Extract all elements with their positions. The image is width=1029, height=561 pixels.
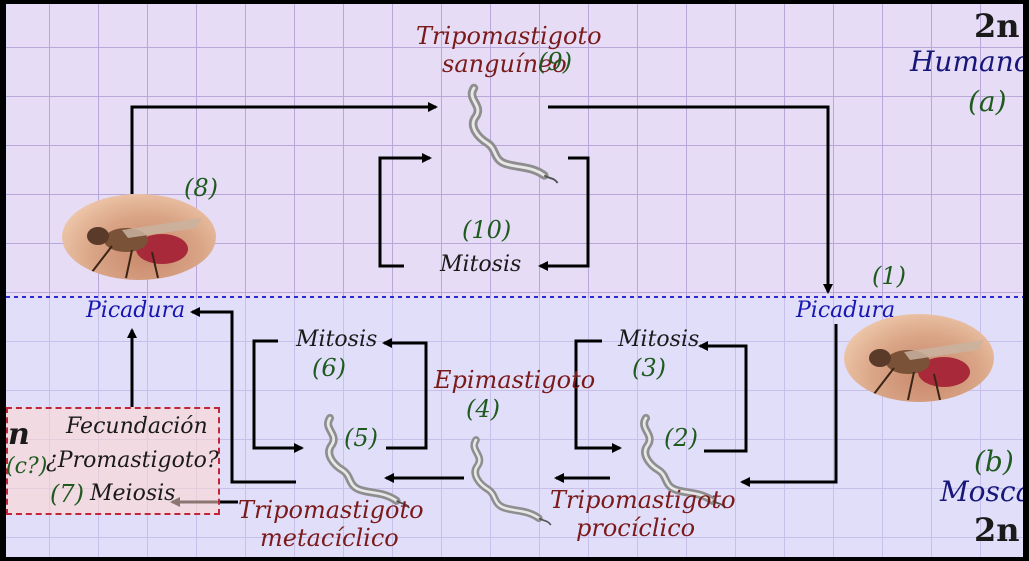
mitosis-label: Mitosis	[440, 252, 522, 277]
trypo-proc-label: Tripomastigoto	[550, 486, 736, 514]
step-number: (3)	[632, 354, 666, 382]
tsetse-fly-icon	[62, 194, 216, 280]
step-number: (2)	[664, 424, 698, 452]
fecundacion-label: Fecundación	[66, 414, 208, 439]
host-fly-label: Mosca	[940, 475, 1023, 508]
step-number: (4)	[466, 395, 500, 423]
step-number: (1)	[872, 262, 906, 290]
sexual-stage-box	[6, 407, 220, 515]
host-b-label: (b)	[974, 445, 1014, 478]
picadura-label-right: Picadura	[796, 298, 896, 323]
trypo-blood-label: Tripomastigoto	[416, 22, 602, 50]
host-a-label: (a)	[968, 85, 1007, 118]
trypo-meta-label-2: metacíclico	[260, 524, 399, 552]
trypanosome-icon	[474, 440, 551, 525]
ploidy-n-label: n	[8, 417, 30, 452]
trypo-meta-label: Tripomastigoto	[238, 496, 424, 524]
step-number: (7)	[50, 480, 84, 508]
trypo-proc-label-2: procíclico	[576, 514, 696, 542]
ploidy-2n-top: 2n	[974, 7, 1020, 45]
picadura-label-left: Picadura	[86, 298, 186, 323]
promastigote-label: ¿Promastigoto?	[46, 448, 219, 473]
meiosis-label: Meiosis	[90, 481, 176, 506]
mitosis-label: Mitosis	[296, 327, 378, 352]
trypo-blood-label-2: sanguíneo	[442, 50, 567, 78]
step-number: (9)	[538, 48, 572, 76]
step-number: (6)	[312, 354, 346, 382]
step-number: (10)	[462, 216, 512, 244]
step-number: (5)	[344, 424, 378, 452]
epimastigote-label: Epimastigoto	[434, 366, 596, 394]
host-human-label: Humano	[910, 45, 1023, 78]
mitosis-label: Mitosis	[618, 327, 700, 352]
trypanosome-icon	[472, 88, 558, 183]
ploidy-c-label: (c?)	[6, 454, 48, 479]
step-number: (8)	[184, 174, 218, 202]
life-cycle-diagram: Tripomastigoto sanguíneo (9) (10) Mitosi…	[6, 4, 1023, 557]
ploidy-2n-bottom: 2n	[974, 511, 1020, 549]
cycle-arrows	[6, 4, 1023, 557]
tsetse-fly-icon	[844, 314, 994, 402]
